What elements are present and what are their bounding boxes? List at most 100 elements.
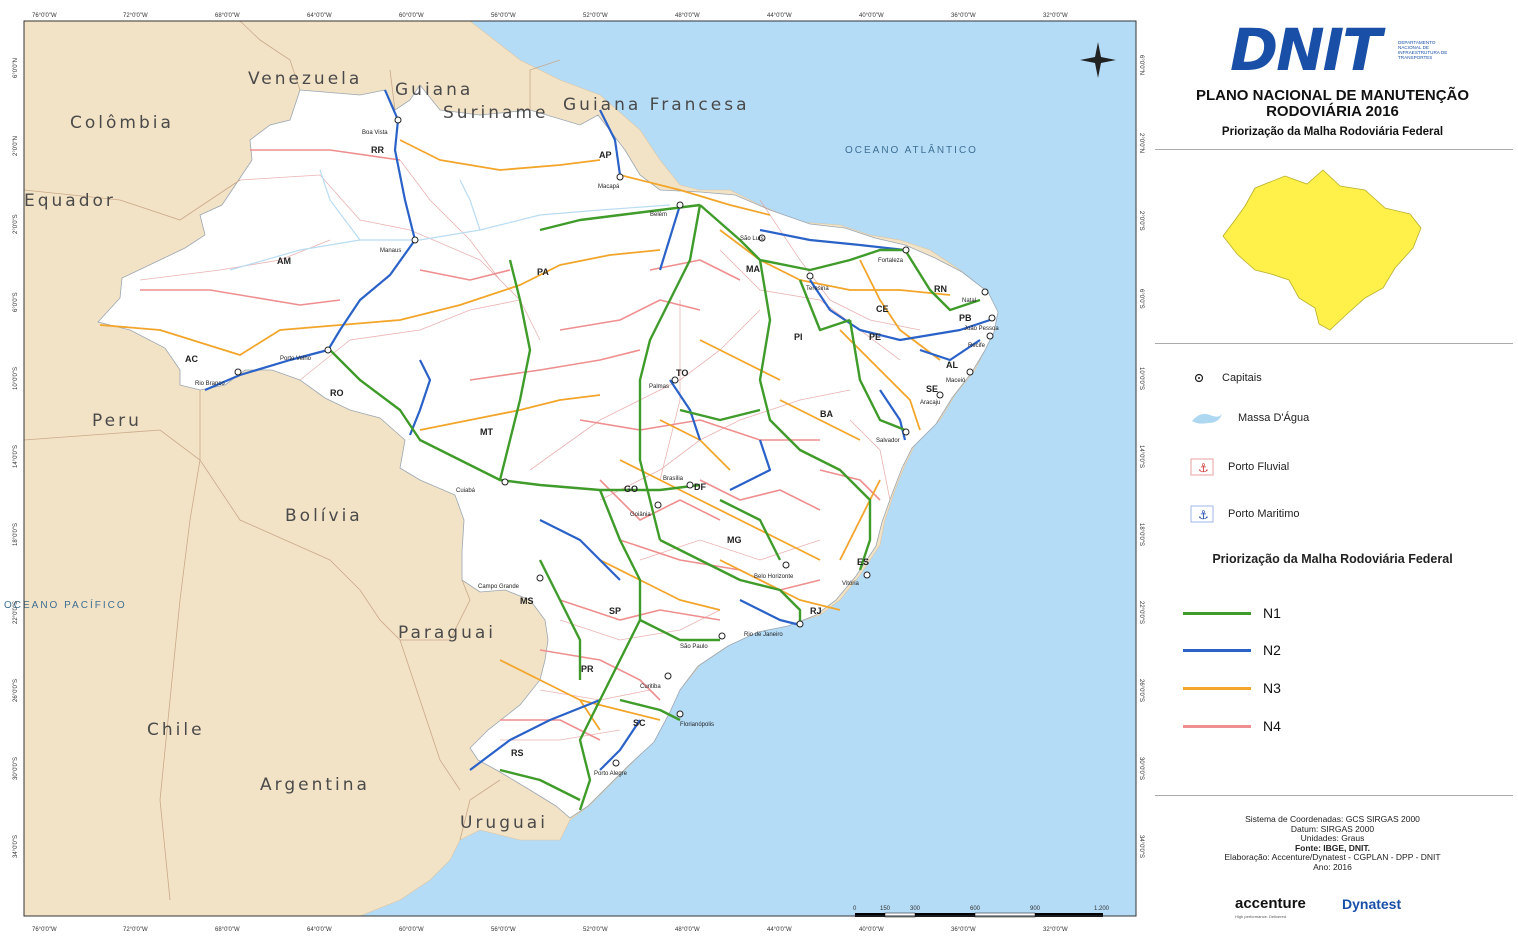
coord-label: 18°0'0"S — [13, 523, 19, 546]
coord-label: 64°0'0"W — [307, 927, 332, 933]
city-label: Porto Velho — [280, 356, 312, 362]
scale-label: 300 — [910, 906, 921, 912]
map-credits: Sistema de Coordenadas: GCS SIRGAS 2000 … — [1150, 814, 1515, 873]
state-label: SE — [926, 384, 938, 394]
credit-line: Unidades: Graus — [1300, 833, 1365, 844]
state-label: PI — [794, 332, 803, 342]
state-label: AC — [185, 354, 198, 364]
coord-label: 22°0'0"S — [13, 601, 19, 624]
country-label: Venezuela — [248, 69, 362, 89]
coord-label: 30°0'0"S — [13, 757, 19, 780]
country-label: Argentina — [260, 775, 370, 795]
brazil-territory — [97, 84, 999, 819]
coord-label: 72°0'0"W — [123, 13, 148, 19]
line-sample — [1183, 611, 1251, 615]
coord-label: 36°0'0"W — [951, 13, 976, 19]
state-label: MG — [727, 535, 742, 545]
rivers — [229, 169, 671, 271]
country-label: Uruguai — [460, 813, 548, 833]
right-coordinate-labels: 6°0'0"N 2°0'0"N 2°0'0"S 6°0'0"S 10°0'0"S… — [1138, 55, 1144, 858]
coord-label: 34°0'0"S — [1138, 835, 1144, 858]
scale-label: 1.200 — [1094, 906, 1110, 912]
coord-label: 30°0'0"S — [1138, 757, 1144, 780]
legend-title: Priorização da Malha Rodoviária Federal — [1212, 552, 1453, 566]
legend-item-porto-maritimo: ⚓ Porto Maritimo — [1190, 502, 1300, 526]
line-sample — [1183, 648, 1251, 652]
city-label: Boa Vista — [362, 130, 388, 136]
country-label: Colômbia — [70, 113, 174, 133]
state-label: TO — [676, 368, 688, 378]
state-label: RS — [511, 748, 524, 758]
city-label: Goiânia — [630, 512, 651, 518]
state-label: RJ — [810, 606, 822, 616]
ocean-label-atlantic: OCEANO ATLÂNTICO — [845, 143, 978, 156]
coord-label: 72°0'0"W — [123, 927, 148, 933]
city-label: Recife — [968, 343, 986, 349]
city-label: Brasília — [663, 476, 684, 482]
state-label: SP — [609, 606, 621, 616]
state-label: ES — [857, 557, 869, 567]
coord-label: 40°0'0"W — [859, 927, 884, 933]
line-label: N2 — [1263, 642, 1281, 658]
coord-label: 56°0'0"W — [491, 927, 516, 933]
country-label: Suriname — [443, 103, 549, 123]
country-label: Guiana — [395, 80, 473, 100]
line-label: N1 — [1263, 605, 1281, 621]
coord-label: 44°0'0"W — [767, 927, 792, 933]
coord-label: 22°0'0"S — [1138, 601, 1144, 624]
scale-bar: 0 150 300 600 900 1.200 — [853, 906, 1110, 918]
state-label: SC — [633, 718, 646, 728]
city-label: Teresina — [806, 286, 829, 292]
coord-label: 52°0'0"W — [583, 13, 608, 19]
coord-label: 6°0'0"N — [13, 58, 19, 78]
state-label: AL — [946, 360, 958, 370]
country-label: Guiana Francesa — [563, 95, 750, 115]
coord-label: 34°0'0"S — [13, 835, 19, 858]
brazil-locator-map — [1222, 169, 1422, 331]
city-label: Belo Horizonte — [754, 574, 794, 580]
coord-label: 2°0'0"N — [13, 136, 19, 156]
legend-item-capitals: Capitais — [1190, 366, 1262, 390]
state-label: AM — [277, 256, 291, 266]
anchor-fluvial-icon: ⚓ — [1190, 458, 1214, 476]
line-sample — [1183, 686, 1251, 690]
city-label: Fortaleza — [878, 258, 904, 264]
legend-line-n3: N3 — [1183, 677, 1281, 699]
map-title: PLANO NACIONAL DE MANUTENÇÃO RODOVIÁRIA … — [1195, 87, 1470, 120]
line-sample — [1183, 724, 1251, 728]
coord-label: 44°0'0"W — [767, 13, 792, 19]
coord-label: 48°0'0"W — [675, 927, 700, 933]
coord-label: 6°0'0"S — [13, 292, 19, 312]
credit-line: Sistema de Coordenadas: GCS SIRGAS 2000 — [1245, 814, 1420, 824]
city-label: Manaus — [380, 248, 401, 254]
city-label: São Paulo — [680, 644, 708, 650]
city-label: Cuiabá — [456, 488, 476, 494]
scale-label: 150 — [880, 906, 891, 912]
anchor-maritime-icon: ⚓ — [1190, 505, 1214, 523]
state-labels: RR AP AM PA MA CE RN PB PE AL SE PI AC R… — [185, 145, 972, 758]
state-label: GO — [624, 484, 638, 494]
city-labels: Boa Vista Macapá Belém Manaus São Luís T… — [195, 130, 999, 777]
map-border — [23, 20, 1137, 917]
coord-label: 10°0'0"S — [13, 367, 19, 390]
city-label: Rio Branco — [195, 381, 225, 387]
state-borders — [139, 159, 921, 741]
state-label: RR — [371, 145, 384, 155]
city-label: João Pessoa — [964, 326, 999, 332]
city-label: Florianópolis — [680, 722, 714, 728]
state-label: PR — [581, 664, 594, 674]
city-label: Natal — [962, 298, 976, 304]
line-label: N3 — [1263, 680, 1281, 696]
country-label: Equador — [24, 191, 116, 211]
scale-label: 900 — [1030, 906, 1041, 912]
bottom-coordinate-labels: 76°0'0"W 72°0'0"W 68°0'0"W 64°0'0"W 60°0… — [32, 927, 1068, 933]
coord-label: 76°0'0"W — [32, 13, 57, 19]
city-label: Porto Alegre — [594, 771, 628, 777]
legend-label: Porto Fluvial — [1228, 461, 1290, 473]
city-label: Palmas — [649, 384, 669, 390]
coord-label: 18°0'0"S — [1138, 523, 1144, 546]
divider — [1155, 795, 1513, 796]
city-label: São Luís — [740, 236, 764, 242]
legend-item-water: Massa D'Água — [1190, 406, 1309, 430]
